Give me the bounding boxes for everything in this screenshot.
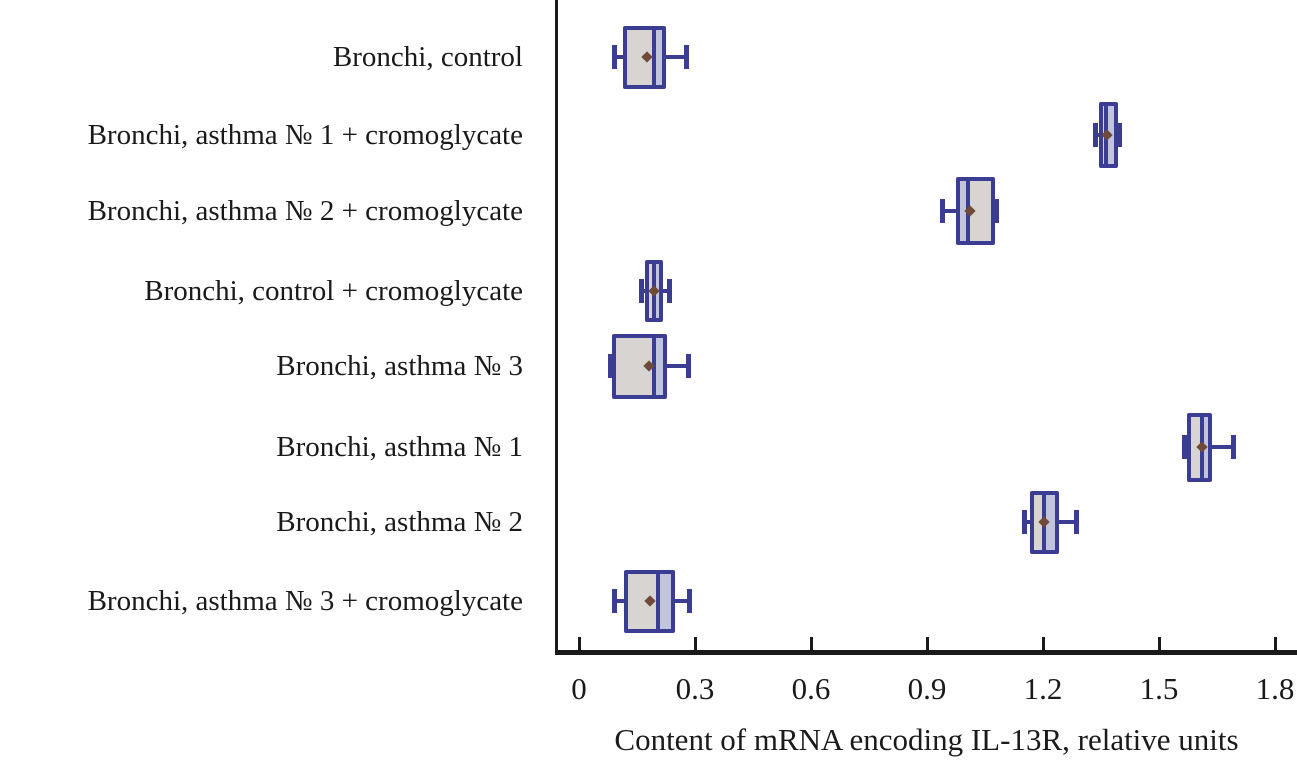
whisker-line-high [664,364,690,368]
whisker-cap-high [686,589,692,613]
box-highlight-strip [656,29,663,85]
y-axis-spine [555,0,558,655]
box-highlight-strip [660,573,671,629]
whisker-cap-high [666,279,672,303]
x-axis-line [555,650,1297,655]
whisker-cap-low [1093,123,1099,147]
x-tick [1273,637,1277,650]
x-tick-label: 1.5 [1139,671,1179,706]
whisker-line-high [1056,520,1077,524]
whisker-line-low [942,209,958,213]
whisker-cap-low [607,354,613,378]
x-tick-label: 0.3 [675,671,715,706]
category-label: Bronchi, asthma № 3 + cromoglycate [87,585,523,617]
box-highlight-strip [959,181,966,241]
whisker-cap-high [1073,510,1079,534]
category-label: Bronchi, asthma № 2 + cromoglycate [87,195,523,227]
whisker-line-low [613,599,627,603]
category-label: Bronchi, asthma № 3 [276,350,523,382]
x-axis-title: Content of mRNA encoding IL-13R, relativ… [614,722,1239,757]
whisker-cap-low [940,199,946,223]
category-label: Bronchi, asthma № 1 + cromoglycate [87,119,523,151]
whisker-cap-high [993,199,999,223]
whisker-line-high [1210,445,1235,449]
x-tick-label: 1.2 [1023,671,1063,706]
whisker-cap-low [1182,435,1188,459]
whisker-cap-low [611,589,617,613]
box-highlight-strip [1045,494,1055,550]
category-label: Bronchi, control + cromoglycate [144,275,523,307]
whisker-cap-high [1117,123,1123,147]
x-tick [1157,637,1161,650]
whisker-cap-low [611,45,617,69]
whisker-line-low [1023,520,1033,524]
whisker-cap-high [686,354,692,378]
whisker-cap-high [1231,435,1237,459]
median-line [652,335,657,397]
whisker-line-low [613,55,626,59]
whisker-line-high [664,55,688,59]
x-tick [809,637,813,650]
whisker-cap-low [638,279,644,303]
whisker-cap-high [684,45,690,69]
median-line [652,27,657,87]
x-tick [693,637,697,650]
whisker-line-high [660,289,670,293]
x-tick [1041,637,1045,650]
category-label: Bronchi, asthma № 1 [276,431,523,463]
median-line [656,571,661,631]
category-label: Bronchi, asthma № 2 [276,506,523,538]
x-tick-label: 1.8 [1255,671,1295,706]
x-tick-label: 0 [571,671,587,706]
whisker-line-high [672,599,690,603]
box-highlight-strip [656,337,663,395]
whisker-cap-low [1021,510,1027,534]
x-tick [577,637,581,650]
x-tick [925,637,929,650]
x-tick-label: 0.9 [907,671,947,706]
category-label: Bronchi, control [332,41,523,73]
x-tick-label: 0.6 [791,671,831,706]
